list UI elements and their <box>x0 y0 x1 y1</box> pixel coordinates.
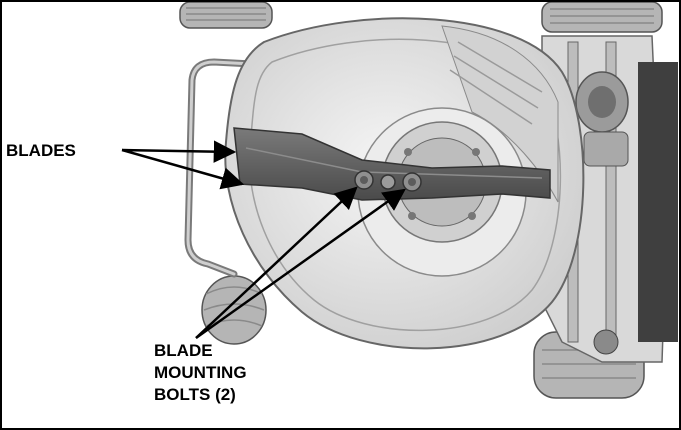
bolts-label-line-3: BOLTS (2) <box>154 385 236 404</box>
bolt-center <box>380 174 396 190</box>
bolts-callout-arrows <box>195 186 406 340</box>
bolts-label-line-2: MOUNTING <box>154 363 247 382</box>
blades-label: BLADES <box>6 141 76 160</box>
mounting-bolts <box>354 170 422 192</box>
blades-callout-arrows <box>121 140 245 190</box>
handle-frame <box>184 58 256 278</box>
tire-top-right <box>541 2 663 33</box>
blade-mounting-bolts-label: BLADE MOUNTING BOLTS (2) <box>154 340 247 406</box>
bolts-label-line-1: BLADE <box>154 341 213 360</box>
tire-top-left <box>179 2 273 29</box>
